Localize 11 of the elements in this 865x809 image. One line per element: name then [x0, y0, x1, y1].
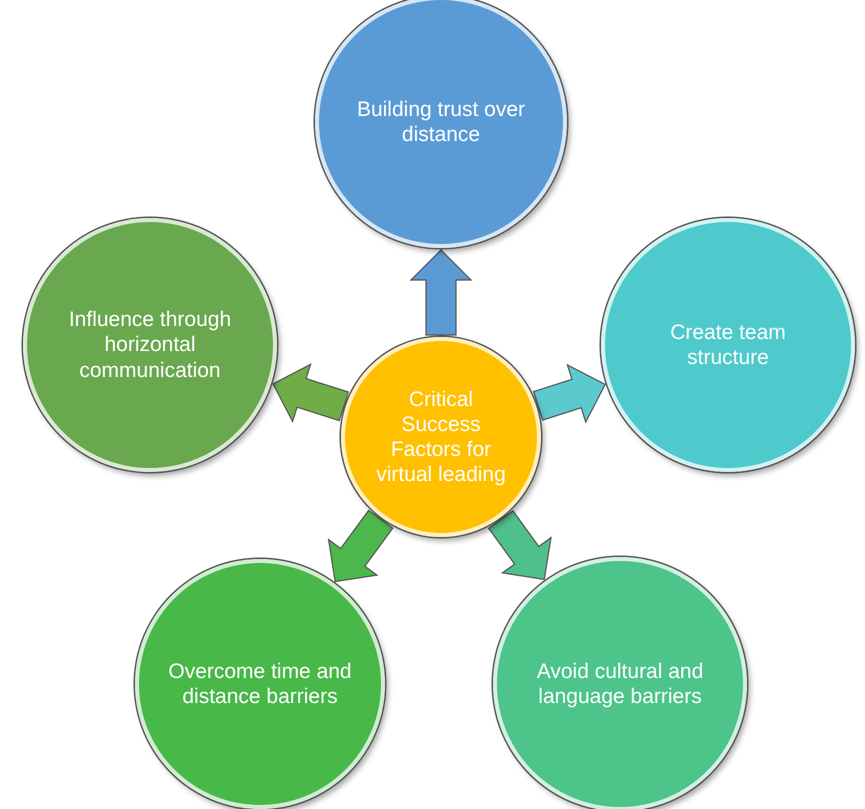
node-label: Create team structure — [669, 320, 787, 370]
node-label: Critical Success Factors for virtual leading — [375, 386, 507, 488]
block-arrow — [488, 510, 552, 580]
node-label: Overcome time and distance barriers — [167, 658, 353, 710]
node-label: Avoid cultural and language barriers — [536, 658, 704, 710]
block-arrow — [410, 249, 472, 336]
block-arrow — [328, 510, 394, 582]
node-label: Influence through horizontal communication — [68, 307, 232, 383]
block-arrow — [532, 364, 606, 424]
node-label: Building trust over distance — [356, 96, 526, 148]
block-arrow — [272, 363, 350, 424]
